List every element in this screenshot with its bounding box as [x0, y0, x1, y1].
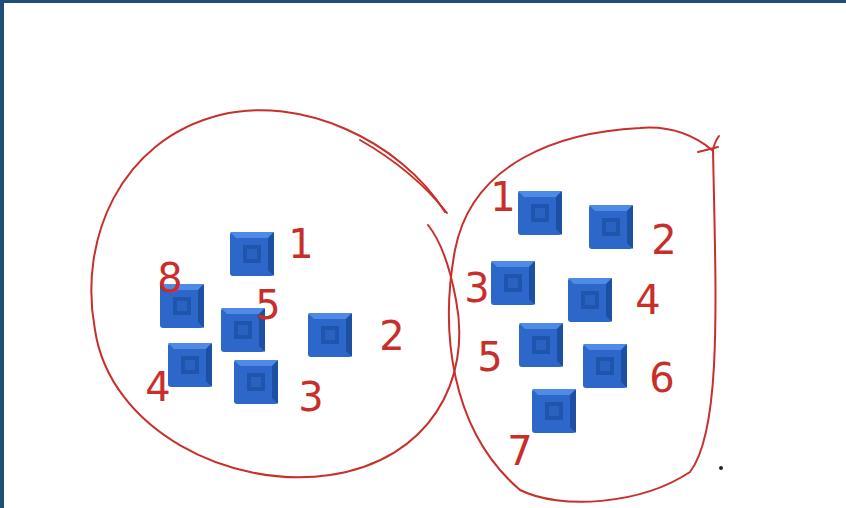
- grouping-loop: 1 2 3 4 5 6 7: [432, 118, 732, 508]
- callout-number: 6: [649, 358, 674, 398]
- dot: [719, 466, 723, 470]
- callout-number: 4: [145, 367, 170, 407]
- grouping-loop: 1 8 5 2 4 3: [78, 98, 468, 493]
- callout-number: 2: [651, 220, 676, 260]
- callout-number: 3: [298, 377, 323, 417]
- callout-number: 5: [477, 337, 502, 377]
- callout-number: 2: [379, 316, 404, 356]
- callout-number: 1: [490, 177, 515, 217]
- cube-group: [160, 191, 633, 433]
- loop-outline: [432, 118, 732, 508]
- callout-number: 4: [635, 280, 660, 320]
- callout-number: 1: [288, 224, 313, 264]
- callout-number: 3: [464, 268, 489, 308]
- callout-number: 7: [507, 431, 532, 471]
- top-bar: [0, 0, 846, 3]
- side-bar: [0, 0, 4, 508]
- callout-number: 8: [157, 258, 182, 298]
- callout-number: 5: [255, 285, 280, 325]
